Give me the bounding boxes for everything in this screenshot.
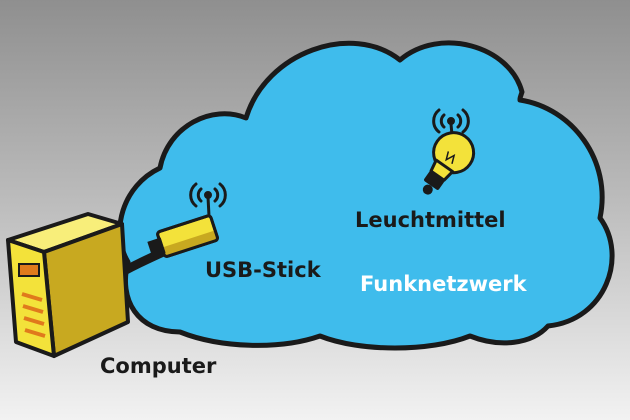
bulb-label: Leuchtmittel	[355, 208, 506, 232]
wireless-signal-icon	[189, 182, 227, 218]
usb-stick-label: USB-Stick	[205, 258, 321, 282]
cloud-icon	[117, 40, 615, 351]
network-label: Funknetzwerk	[360, 272, 527, 296]
computer-label: Computer	[100, 354, 217, 378]
computer-tower-icon	[6, 212, 130, 358]
usb-stick-icon	[147, 214, 219, 258]
lightbulb-icon	[422, 131, 476, 195]
